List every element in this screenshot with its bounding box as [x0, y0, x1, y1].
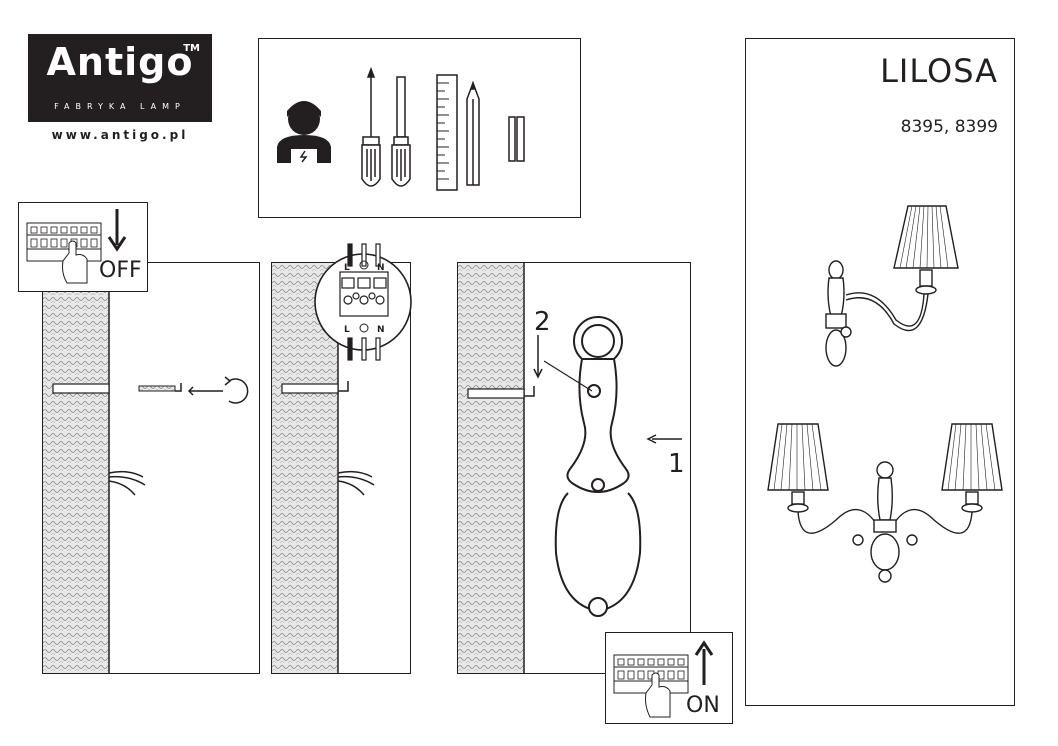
brand-logo: Antigo TM FABRYKA LAMP — [28, 34, 212, 122]
double-arm-lamp-illustration — [767, 423, 1003, 583]
terminal-neutral-bottom: N — [377, 325, 385, 335]
brand-tagline: FABRYKA LAMP — [54, 102, 186, 111]
wall-section — [43, 263, 109, 673]
step-mount-panel: 2 1 — [457, 262, 691, 674]
brand-website: www.antigo.pl — [51, 128, 189, 142]
single-arm-lamp-illustration — [825, 205, 959, 367]
power-off-label: OFF — [99, 258, 142, 283]
mounting-hole — [52, 383, 110, 394]
terminal-live-top: L — [344, 263, 350, 273]
power-on-label: ON — [686, 693, 720, 718]
brand-name: Antigo — [46, 40, 194, 84]
product-models: 8395, 8399 — [900, 117, 998, 137]
mounting-bracket — [175, 383, 182, 392]
flat-screwdriver-icon — [391, 76, 411, 187]
ground-icon — [359, 323, 369, 333]
product-panel — [745, 38, 1015, 706]
wall-wires — [108, 470, 146, 496]
terminal-neutral-top: N — [377, 263, 385, 273]
step-1-label: 1 — [668, 449, 685, 479]
ruler-icon — [436, 74, 458, 191]
mounting-bracket — [338, 381, 349, 392]
phillips-screwdriver-icon — [361, 66, 381, 187]
terminal-live-bottom: L — [344, 325, 350, 335]
power-on-panel: ON — [605, 632, 733, 724]
circuit-breaker-icon — [26, 222, 102, 284]
electrician-icon — [277, 101, 331, 163]
wall-plug-icon — [508, 116, 525, 162]
power-off-panel: OFF — [18, 202, 148, 292]
step-2-label: 2 — [534, 307, 551, 337]
pencil-icon — [466, 80, 480, 186]
lamp-backplate-illustration — [554, 316, 642, 617]
terminal-block-detail: L N L N — [314, 240, 412, 366]
brand-trademark: TM — [183, 43, 200, 54]
screw-pointer — [543, 360, 593, 392]
circuit-breaker-icon — [613, 654, 689, 718]
product-name: LILOSA — [880, 52, 998, 90]
rotate-arrow-icon — [228, 378, 249, 404]
ground-icon — [359, 260, 369, 270]
tools-panel — [258, 38, 581, 218]
step-drill-panel — [42, 262, 260, 674]
